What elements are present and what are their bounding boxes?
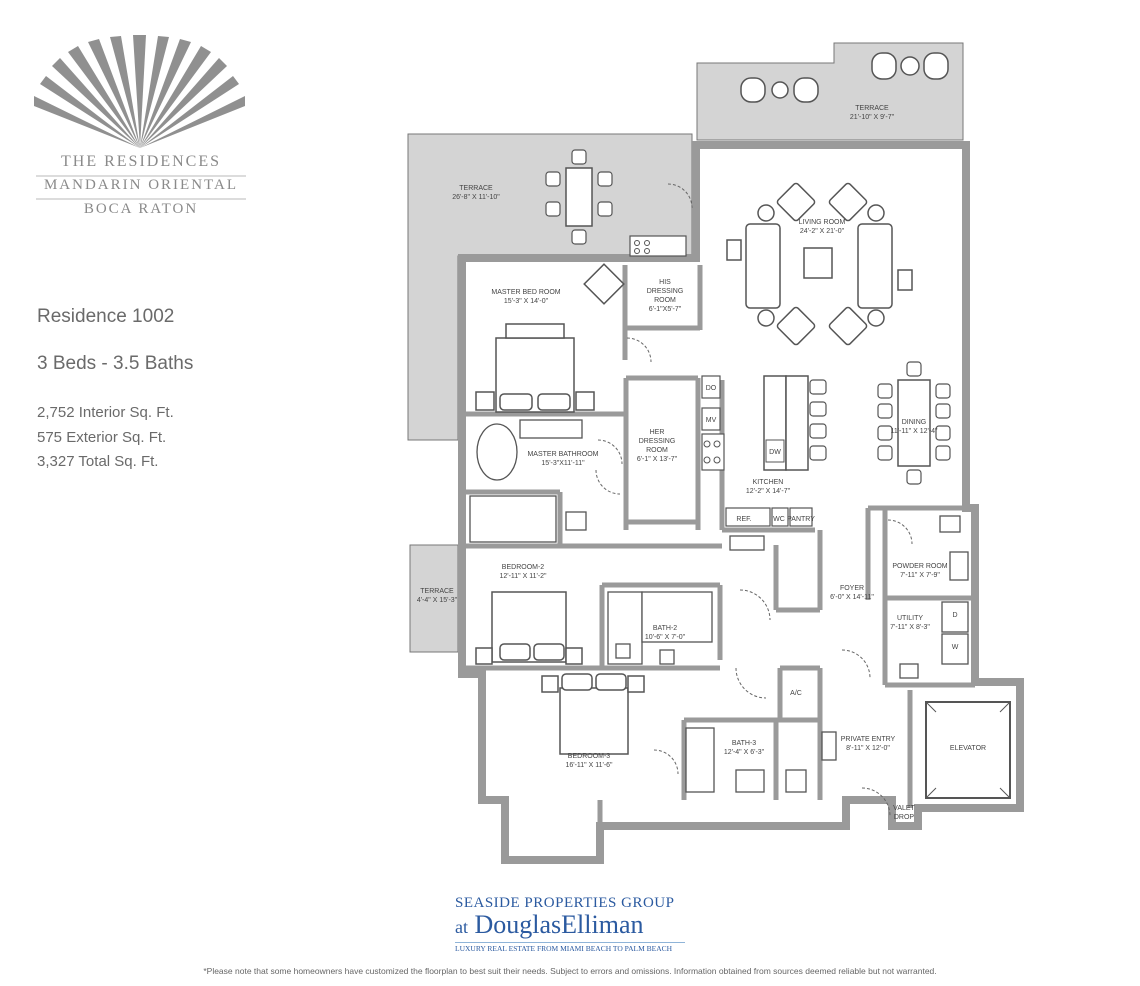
private-entry-dim: 8'-11" X 12'-0"	[846, 745, 890, 752]
bedroom3-label: BEDROOM-3	[568, 753, 611, 760]
washer-label: W	[952, 644, 959, 651]
fan-logo-icon	[34, 35, 245, 148]
her-dressing-label-3: ROOM	[646, 447, 668, 454]
master-bed-label: MASTER BED ROOM	[491, 289, 560, 296]
seaside-label: SEASIDE PROPERTIES GROUP	[455, 895, 675, 911]
ref-label: REF.	[736, 516, 751, 523]
beds-baths: 3 Beds - 3.5 Baths	[37, 353, 194, 374]
terrace-left-dim: 26'-8" X 11'-10"	[452, 194, 500, 201]
bath3-dim: 12'-4" X 6'-3"	[724, 749, 765, 756]
sofa-left	[745, 223, 781, 309]
terrace-small-label: TERRACE	[420, 588, 454, 595]
terrace-top-dim: 21'-10" X 9'-7"	[850, 114, 895, 121]
elevator-shaft	[925, 701, 1011, 799]
bath2-label: BATH-2	[653, 625, 677, 632]
kitchen-dim: 12'-2" X 14'-7"	[746, 488, 791, 495]
do-label: DO	[706, 385, 717, 392]
powder-room-label: POWDER ROOM	[892, 563, 947, 570]
his-dressing-label-1: HIS	[659, 279, 671, 286]
pantry-label: PANTRY	[787, 516, 815, 523]
wc-label: WC	[773, 516, 785, 523]
living-room-label: LIVING ROOM	[799, 219, 846, 226]
her-dressing-label-2: DRESSING	[639, 438, 676, 445]
utility-dim: 7'-11" X 8'-3"	[890, 624, 930, 631]
footer-brand: SEASIDE PROPERTIES GROUP at DouglasEllim…	[455, 895, 685, 953]
dryer-label: D	[952, 612, 957, 619]
dining-table	[897, 379, 931, 467]
his-dressing-label-3: ROOM	[654, 297, 676, 304]
terrace-top-area	[696, 42, 964, 141]
master-bath-label: MASTER BATHROOM	[527, 451, 598, 458]
bedroom2-dim: 12'-11" X 11'-2"	[499, 573, 547, 580]
foyer-label: FOYER	[840, 585, 864, 592]
bedroom2-label: BEDROOM-2	[502, 564, 545, 571]
dining-dim: 11'-11" X 12'-4"	[890, 428, 938, 435]
master-bath-dim: 15'-3"X11'-11"	[541, 460, 585, 467]
brand-line-2: MANDARIN ORIENTAL	[43, 177, 239, 193]
disclaimer: *Please note that some homeowners have c…	[203, 966, 937, 976]
logo-divider-lines	[36, 175, 246, 200]
at-label: at	[455, 917, 468, 937]
his-dressing-label-2: DRESSING	[647, 288, 684, 295]
residence-name: Residence 1002	[37, 306, 175, 327]
terrace-left-label: TERRACE	[459, 185, 493, 192]
terrace-small-dim: 4'-4" X 15'-3"	[417, 597, 458, 604]
douglas-label: Douglas	[474, 910, 562, 939]
dw-label: DW	[769, 449, 781, 456]
valet-label-1: VALET	[893, 805, 915, 812]
powder-room-dim: 7'-11" X 7'-9"	[900, 572, 940, 579]
dining-label: DINING	[902, 419, 927, 426]
interior-sqft: 2,752 Interior Sq. Ft.	[37, 404, 174, 421]
his-dressing-dim: 6'-1"X5'-7"	[649, 306, 682, 313]
kitchen-island-counter	[785, 375, 809, 471]
coffee-table	[803, 247, 833, 279]
terrace-top-label: TERRACE	[855, 105, 889, 112]
her-dressing-dim: 6'-1" X 13'-7"	[637, 456, 678, 463]
bed-3	[559, 687, 629, 755]
douglas-elliman-logo: at DouglasElliman	[455, 912, 685, 940]
terrace-dining-table	[565, 167, 593, 227]
exterior-sqft: 575 Exterior Sq. Ft.	[37, 429, 167, 446]
kitchen-label: KITCHEN	[753, 479, 784, 486]
elevator-label: ELEVATOR	[950, 745, 986, 752]
brand-line-3: BOCA RATON	[83, 201, 199, 217]
private-entry-label: PRIVATE ENTRY	[841, 736, 896, 743]
master-bed-dim: 15'-3" X 14'-0"	[504, 298, 549, 305]
bathtub	[476, 423, 518, 481]
ac-label: A/C	[790, 690, 802, 697]
her-dressing-label-1: HER	[650, 429, 665, 436]
tagline: LUXURY REAL ESTATE FROM MIAMI BEACH TO P…	[455, 942, 685, 953]
sofa-right	[857, 223, 893, 309]
utility-label: UTILITY	[897, 615, 923, 622]
bath2-dim: 10'-6" X 7'-0"	[645, 634, 686, 641]
total-sqft: 3,327 Total Sq. Ft.	[37, 453, 159, 470]
outer-wall	[458, 141, 1024, 864]
elliman-label: Elliman	[561, 910, 644, 939]
foyer-dim: 6'-0" X 14'-11"	[830, 594, 874, 601]
bedroom3-dim: 16'-11" X 11'-6"	[565, 762, 613, 769]
brand-line-1: THE RESIDENCES	[61, 153, 221, 170]
mv-label: MV	[706, 417, 717, 424]
bath3-label: BATH-3	[732, 740, 756, 747]
living-room-dim: 24'-2" X 21'-0"	[800, 228, 845, 235]
valet-label-2: DROP	[894, 814, 915, 821]
